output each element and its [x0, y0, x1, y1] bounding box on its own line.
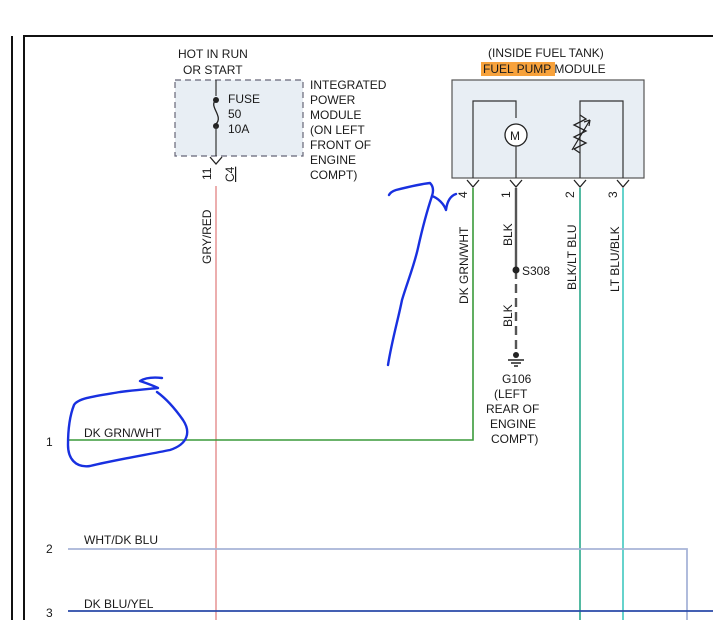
- pump-inner-wire: [472, 100, 517, 178]
- wire-label-pin1-lower: BLK: [501, 304, 515, 327]
- connector-id: C4: [223, 166, 237, 182]
- fpm-pin-2-connector: [573, 179, 587, 188]
- row-wire-label: DK BLU/YEL: [84, 597, 154, 611]
- sender-arrowhead: [583, 119, 591, 127]
- ground-location: ENGINE: [490, 417, 536, 431]
- ground-location: (LEFT: [494, 387, 528, 401]
- wire-wht-dk-blu: [68, 548, 688, 620]
- splice-dot: [512, 266, 520, 274]
- ground-location: REAR OF: [486, 402, 539, 416]
- fpm-caption-1: (INSIDE FUEL TANK): [488, 46, 604, 60]
- ground-terminal: [513, 352, 519, 358]
- ipm-label: INTEGRATED POWER MODULE (ON LEFT FRONT O…: [310, 78, 387, 182]
- fpm-caption-rest: MODULE: [551, 62, 606, 76]
- ground-icon: [508, 352, 524, 367]
- annotation-arrow-stroke: [386, 181, 435, 367]
- fuse-block: HOT IN RUN OR START FUSE 50 10A 11 C4: [174, 47, 304, 182]
- motor-symbol: M: [510, 129, 520, 143]
- ground-id: G106: [502, 372, 532, 386]
- fuse-pin-number: 11: [200, 167, 214, 180]
- annotation-arrow-hook: [430, 192, 458, 212]
- fpm-box: [451, 79, 645, 179]
- row-number: 2: [46, 542, 53, 556]
- main-frame: [23, 35, 713, 620]
- fuse-block-title-1: HOT IN RUN: [178, 47, 248, 61]
- ipm-label-line: ENGINE: [310, 153, 356, 167]
- wire-dk-grn-wht: [68, 188, 474, 441]
- ipm-label-line: (ON LEFT: [310, 123, 365, 137]
- fuse-pin-connector: [209, 156, 223, 165]
- ipm-label-line: INTEGRATED: [310, 78, 387, 92]
- fpm-caption-2: FUEL PUMP MODULE: [483, 62, 606, 76]
- row-wire-label: WHT/DK BLU: [84, 533, 158, 547]
- fpm-pin-1: 1: [499, 191, 513, 198]
- fuel-level-sender-icon: [572, 114, 588, 154]
- ipm-label-line: FRONT OF: [310, 138, 371, 152]
- row-number: 3: [46, 606, 53, 620]
- wire-label-pin1-upper: BLK: [501, 223, 515, 246]
- fpm-pin-3-connector: [616, 179, 630, 188]
- ground-location: COMPT): [491, 432, 538, 446]
- fuse-block-title-2: OR START: [183, 63, 243, 77]
- annotation-circle: [66, 376, 189, 468]
- wire-label-pin3: LT BLU/BLK: [608, 226, 622, 292]
- ipm-box: [174, 79, 304, 157]
- fuel-pump-module: (INSIDE FUEL TANK) FUEL PUMP MODULE M 4 …: [451, 46, 645, 198]
- fpm-caption-highlight: FUEL PUMP: [483, 62, 551, 76]
- ipm-label-line: POWER: [310, 93, 356, 107]
- fuse-rating: 10A: [228, 122, 249, 136]
- row-wire-label: DK GRN/WHT: [84, 426, 162, 440]
- ipm-label-line: MODULE: [310, 108, 361, 122]
- splice-label: S308: [522, 264, 550, 278]
- fpm-pin-4: 4: [456, 191, 470, 198]
- wire-label-pin4: DK GRN/WHT: [457, 226, 471, 304]
- fuse-icon: [213, 99, 219, 125]
- fuse-label: FUSE: [228, 92, 260, 106]
- fpm-pin-2: 2: [563, 191, 577, 198]
- fpm-pin-4-connector: [466, 179, 480, 188]
- ipm-label-line: COMPT): [310, 168, 357, 182]
- fuse-number: 50: [228, 107, 242, 121]
- fuel-pump-highlight: [481, 62, 555, 76]
- wire-label-gry-red: GRY/RED: [200, 209, 214, 264]
- fpm-pin-3: 3: [606, 191, 620, 198]
- sender-arrow: [571, 119, 591, 151]
- wire-label-pin2: BLK/LT BLU: [565, 224, 579, 290]
- row-number: 1: [46, 435, 53, 449]
- fpm-pin-1-connector: [509, 179, 523, 188]
